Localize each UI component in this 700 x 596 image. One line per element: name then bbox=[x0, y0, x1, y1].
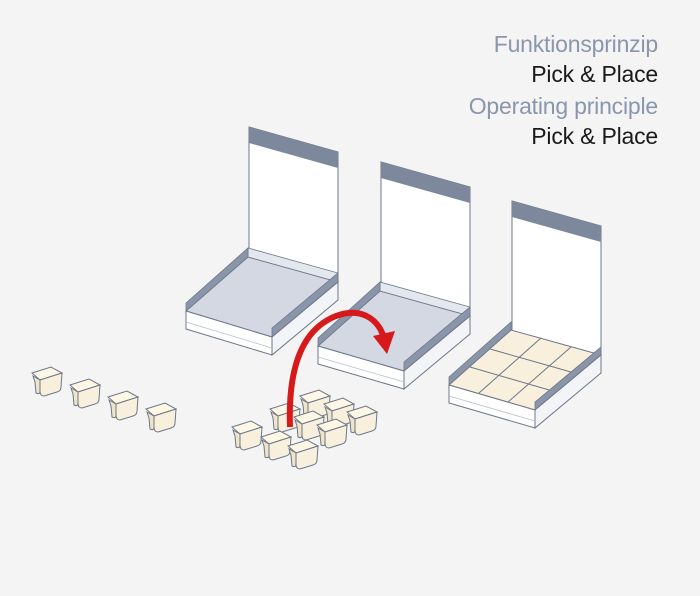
single-cup-icon bbox=[107, 390, 139, 421]
title-english: Operating principle bbox=[468, 93, 658, 119]
title-german: Funktionsprinzip bbox=[493, 31, 658, 57]
filled-box-icon bbox=[447, 200, 603, 430]
single-cups bbox=[31, 366, 177, 433]
subtitle-german: Pick & Place bbox=[531, 61, 658, 87]
empty-open-box-icon bbox=[184, 126, 340, 357]
cup-tray-icon bbox=[231, 389, 378, 470]
curved-arrow-icon bbox=[286, 309, 395, 428]
single-cup-icon bbox=[69, 378, 101, 409]
single-cup-icon bbox=[145, 402, 177, 433]
subtitle-english: Pick & Place bbox=[531, 123, 658, 149]
single-cup-icon bbox=[31, 366, 63, 397]
empty-open-box-icon bbox=[316, 161, 472, 391]
title-block: Funktionsprinzip Pick & Place Operating … bbox=[469, 30, 658, 151]
